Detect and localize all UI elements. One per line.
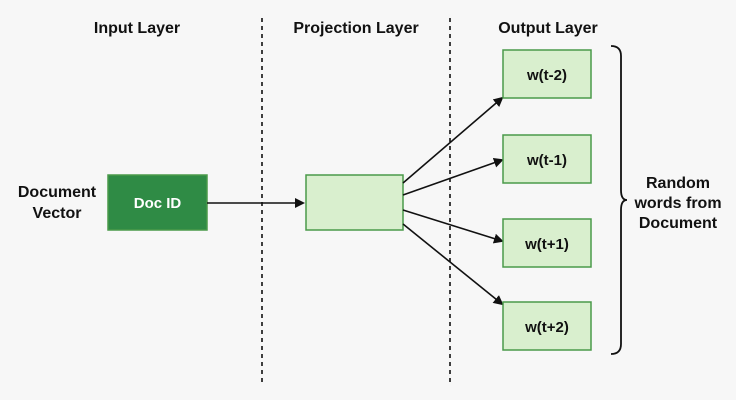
output-brace — [610, 45, 628, 355]
output-box-1: w(t-2) — [502, 49, 592, 99]
output-box-4: w(t+2) — [502, 301, 592, 351]
random-words-label-line1: Random — [646, 175, 710, 192]
doc-id-label: Doc ID — [134, 195, 182, 212]
output-label-2: w(t-1) — [526, 152, 567, 169]
random-words-label-line3: Document — [639, 215, 718, 232]
output-box-2: w(t-1) — [502, 134, 592, 184]
output-label-1: w(t-2) — [526, 67, 567, 84]
projection-layer-heading: Projection Layer — [293, 20, 418, 37]
doc-id-box — [107, 174, 208, 231]
projection-box — [305, 174, 404, 231]
projection-to-output-arrow-3 — [402, 209, 504, 244]
input-layer-heading: Input Layer — [94, 20, 180, 37]
output-layer-heading: Output Layer — [498, 20, 598, 37]
output-label-3: w(t+1) — [524, 236, 569, 253]
document-vector-label-line1: Document — [18, 184, 97, 201]
output-label-4: w(t+2) — [524, 319, 569, 336]
projection-to-output-arrow-4 — [402, 223, 504, 306]
output-box-3: w(t+1) — [502, 218, 592, 268]
projection-to-output-arrow-1 — [402, 96, 504, 184]
random-words-label-line2: words from — [633, 195, 721, 212]
document-vector-label-line2: Vector — [33, 205, 82, 222]
projection-to-output-arrow-2 — [402, 157, 504, 196]
